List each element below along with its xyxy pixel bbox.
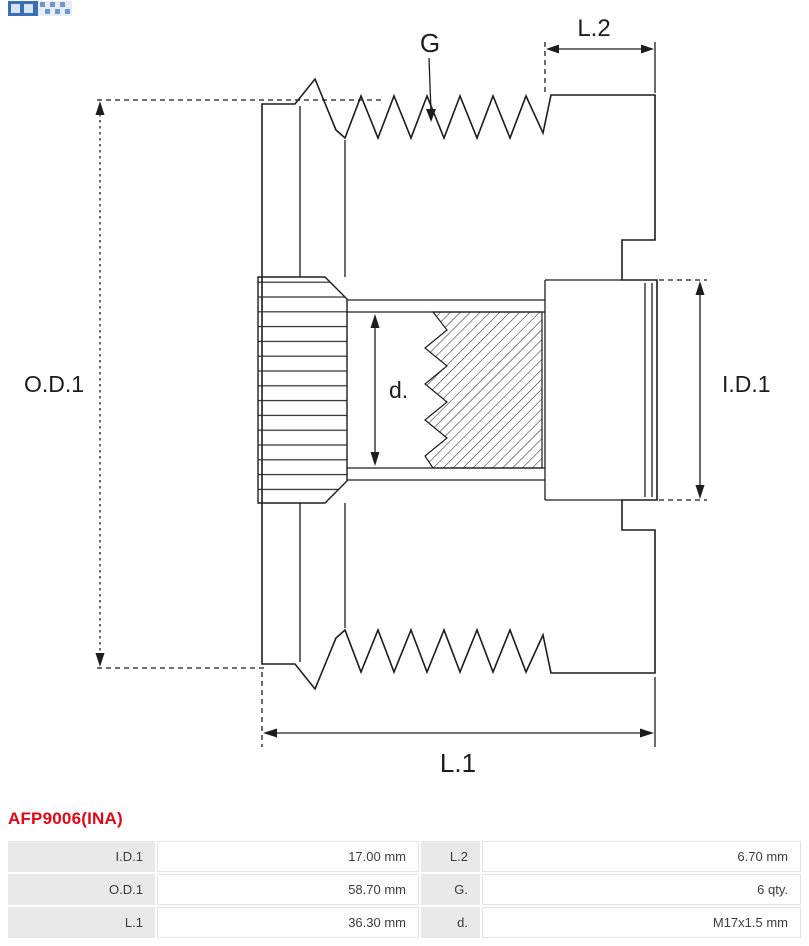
dim-id1: I.D.1 — [659, 279, 771, 501]
spec-value-cell: 36.30 mm — [157, 907, 419, 938]
dim-label-d: d. — [389, 377, 408, 403]
spec-param-cell: L.2 — [421, 841, 480, 872]
dim-l2: L.2 — [544, 15, 656, 96]
spec-table: I.D.1 17.00 mm L.2 6.70 mm O.D.1 58.70 m… — [8, 841, 801, 938]
dim-label-l2: L.2 — [577, 15, 610, 42]
dim-label-od1: O.D.1 — [24, 371, 84, 397]
dim-label-g: G — [420, 28, 440, 58]
knurled-hub — [257, 276, 348, 504]
spec-param-cell: I.D.1 — [8, 841, 155, 872]
spec-value-cell: 58.70 mm — [157, 874, 419, 905]
pulley-internal-edges — [299, 106, 653, 662]
arrowhead — [641, 44, 654, 54]
dim-od1: O.D.1 — [24, 99, 382, 669]
arrowhead — [95, 653, 105, 667]
arrowhead — [95, 101, 105, 115]
arrowhead — [426, 109, 436, 122]
dim-d: d. — [370, 314, 408, 466]
arrowhead — [695, 485, 705, 499]
spec-value-cell: 6 qty. — [482, 874, 801, 905]
threaded-bore-hatch — [424, 311, 543, 469]
spec-param-cell: O.D.1 — [8, 874, 155, 905]
arrowhead — [370, 314, 380, 328]
brand-logo — [8, 1, 72, 16]
spec-value-cell: 6.70 mm — [482, 841, 801, 872]
part-number-title: AFP9006(INA) — [8, 809, 123, 828]
brand-logo-graphic — [8, 1, 72, 16]
arrowhead — [546, 44, 559, 54]
spec-param-cell: L.1 — [8, 907, 155, 938]
dim-label-l1: L.1 — [440, 748, 476, 778]
spec-value-cell: 17.00 mm — [157, 841, 419, 872]
arrowhead — [370, 452, 380, 466]
dim-l1: L.1 — [261, 672, 656, 778]
spec-param-cell: d. — [421, 907, 480, 938]
dim-label-id1: I.D.1 — [722, 371, 771, 397]
pulley-technical-drawing: G L.2 O.D.1 I.D.1 d. L.1 — [24, 15, 771, 778]
leader-line — [428, 57, 432, 113]
dim-g: G — [420, 28, 440, 122]
arrowhead — [695, 281, 705, 295]
spec-param-cell: G. — [421, 874, 480, 905]
arrowhead — [640, 728, 654, 738]
arrowhead — [263, 728, 277, 738]
spec-value-cell: M17x1.5 mm — [482, 907, 801, 938]
